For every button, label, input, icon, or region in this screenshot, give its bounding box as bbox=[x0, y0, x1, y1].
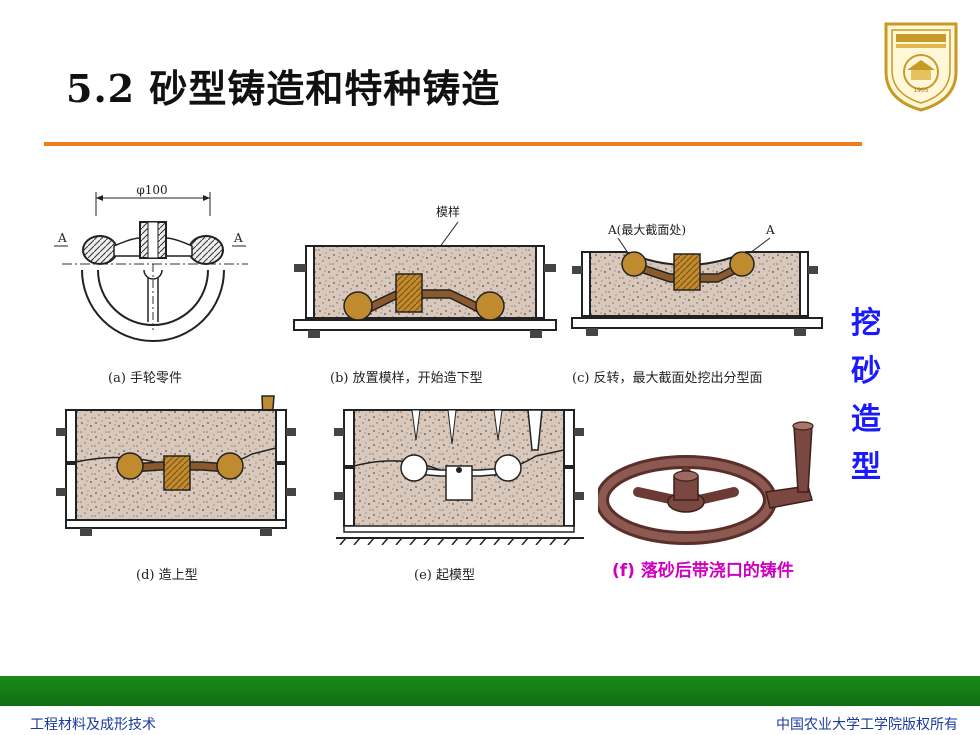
section-label-left: A bbox=[57, 231, 67, 245]
figure-b-place-pattern: 模样 bbox=[293, 204, 557, 338]
logo-year: 1905 bbox=[913, 87, 928, 94]
dimension-label: φ100 bbox=[136, 183, 167, 197]
footer-bar bbox=[0, 676, 980, 706]
university-seal-icon: 1905 bbox=[884, 22, 958, 112]
page-title: 5.2 砂型铸造和特种铸造 bbox=[66, 66, 501, 111]
figure-d-make-upper-mold bbox=[56, 395, 296, 536]
title-rule bbox=[44, 142, 862, 146]
caption-c: (c) 反转，最大截面处挖出分型面 bbox=[572, 371, 763, 386]
figure-c-reverse-parting-surface: A(最大截面处) A bbox=[571, 223, 823, 336]
side-label-char: 造 bbox=[851, 402, 881, 437]
footer-course-name: 工程材料及成形技术 bbox=[30, 717, 156, 733]
section-label-a: A bbox=[765, 223, 775, 237]
caption-b: (b) 放置模样，开始造下型 bbox=[330, 371, 483, 386]
section-label-max: A(最大截面处) bbox=[607, 223, 686, 237]
footer-copyright: 中国农业大学工学院版权所有 bbox=[776, 717, 958, 733]
pattern-label: 模样 bbox=[436, 204, 460, 219]
caption-f: (f) 落砂后带浇口的铸件 bbox=[612, 561, 794, 581]
side-label-pit-molding: 挖 砂 造 型 bbox=[846, 300, 886, 492]
side-label-char: 挖 bbox=[851, 306, 881, 341]
caption-a: (a) 手轮零件 bbox=[108, 371, 183, 386]
side-label-char: 型 bbox=[851, 450, 881, 485]
section-label-right: A bbox=[233, 231, 243, 245]
figure-f-casting-with-gate bbox=[598, 421, 814, 545]
caption-e: (e) 起模型 bbox=[414, 568, 475, 583]
caption-d: (d) 造上型 bbox=[136, 568, 198, 583]
figure-a-handwheel-part: φ100 A A bbox=[54, 183, 248, 342]
side-label-char: 砂 bbox=[851, 354, 881, 389]
figure-e-remove-pattern bbox=[334, 409, 584, 545]
